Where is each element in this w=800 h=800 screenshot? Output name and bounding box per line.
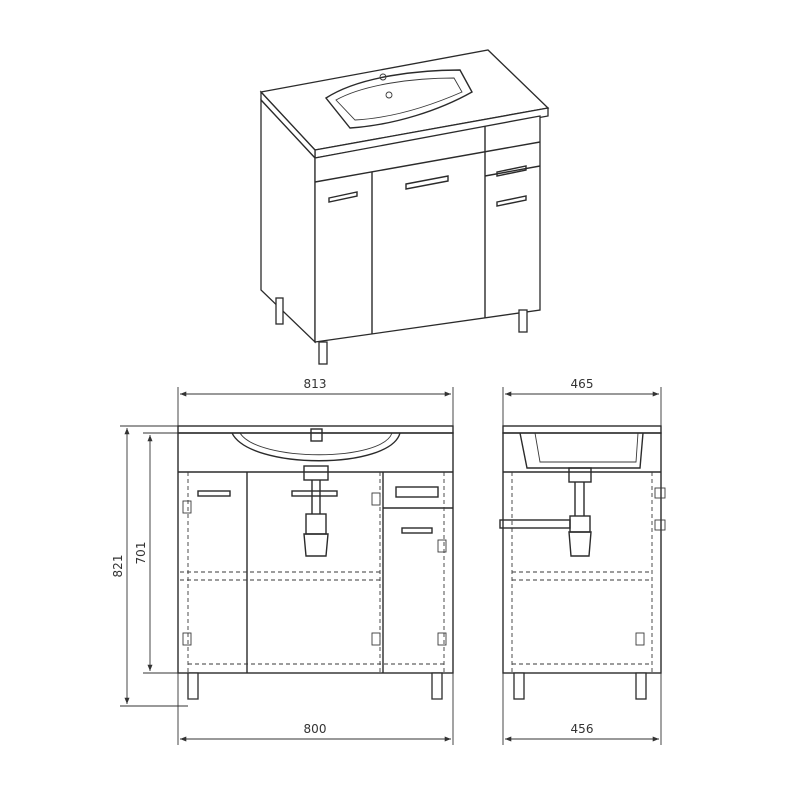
leg-back-left xyxy=(275,297,284,325)
side-cabinet-body xyxy=(502,432,662,674)
side-trap-nut xyxy=(569,515,591,533)
dimensions: 813 800 465 456 821 701 xyxy=(111,377,662,745)
front-hinge-4 xyxy=(437,632,447,646)
handle-left-door xyxy=(328,191,358,203)
drain-hole xyxy=(385,91,393,99)
side-outlet-pipe xyxy=(499,519,571,529)
front-hinge-1 xyxy=(182,500,192,514)
front-tap xyxy=(310,428,323,442)
front-basin xyxy=(231,432,401,462)
side-hardware-3 xyxy=(635,632,645,646)
front-trap-bowl xyxy=(303,533,329,557)
front-handle-4 xyxy=(401,527,433,534)
basin-outer xyxy=(324,69,473,129)
front-drain xyxy=(303,465,329,481)
front-hinge-6 xyxy=(371,492,381,506)
side-hardware-1 xyxy=(654,487,666,499)
side-basin-inner xyxy=(534,432,639,463)
front-hinge-5 xyxy=(371,632,381,646)
side-hardware-2 xyxy=(654,519,666,531)
drawer-split xyxy=(484,165,541,177)
handle-drawer xyxy=(496,165,527,177)
front-handle-3 xyxy=(395,486,439,498)
dim-701-label: 701 xyxy=(134,542,148,565)
front-cabinet-body xyxy=(177,432,454,674)
front-view xyxy=(177,425,454,700)
tap-hole xyxy=(379,73,387,81)
side-view xyxy=(499,425,666,700)
side-trap-bowl xyxy=(568,531,592,557)
front-basin-inner xyxy=(239,432,393,456)
dim-821-label: 821 xyxy=(111,555,125,578)
side-countertop xyxy=(502,425,662,434)
handle-center-door xyxy=(405,175,449,190)
side-leg-right xyxy=(635,672,647,700)
front-handle-1 xyxy=(197,490,231,497)
handle-right-door xyxy=(496,195,527,207)
front-hinge-3 xyxy=(437,539,447,553)
front-trap-nut xyxy=(305,513,327,535)
side-drain xyxy=(568,467,592,483)
front-leg-right xyxy=(431,672,443,700)
dim-813-label: 813 xyxy=(304,377,327,391)
dim-456-label: 456 xyxy=(571,722,594,736)
dim-465-label: 465 xyxy=(571,377,594,391)
leg-front-left xyxy=(318,341,328,365)
leg-front-right xyxy=(518,309,528,333)
front-handle-2 xyxy=(291,490,338,497)
basin-inner xyxy=(335,77,463,121)
dim-800-label: 800 xyxy=(304,722,327,736)
side-leg-left xyxy=(513,672,525,700)
front-hinge-2 xyxy=(182,632,192,646)
apron-line xyxy=(314,141,541,183)
front-leg-left xyxy=(187,672,199,700)
isometric-view xyxy=(259,49,550,365)
